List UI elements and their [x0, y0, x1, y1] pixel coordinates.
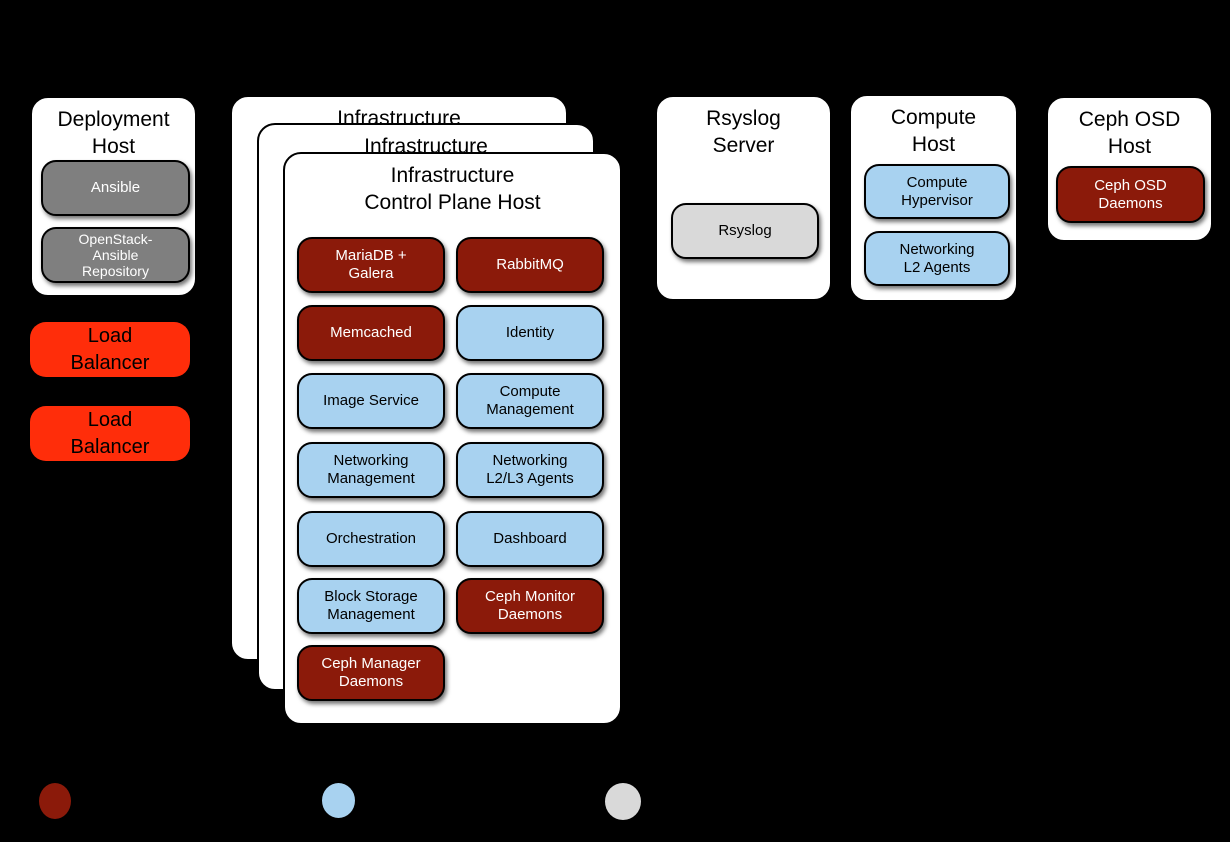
- identity-node: Identity: [456, 305, 604, 361]
- ceph-monitor-daemons-node: Ceph Monitor Daemons: [456, 578, 604, 634]
- ceph-osd-host-card: Ceph OSD Host Ceph OSD Daemons: [1046, 96, 1213, 242]
- openstack-ansible-repository-node: OpenStack- Ansible Repository: [41, 227, 190, 283]
- ceph-osd-daemons-node: Ceph OSD Daemons: [1056, 166, 1205, 223]
- networking-l2-agents-node: Networking L2 Agents: [864, 231, 1010, 286]
- rsyslog-node: Rsyslog: [671, 203, 819, 259]
- compute-management-node: Compute Management: [456, 373, 604, 429]
- infrastructure-control-plane-host-title: Infrastructure Control Plane Host: [364, 164, 541, 215]
- rsyslog-server-title: Rsyslog Server: [706, 107, 781, 158]
- compute-host-card: Compute Host Compute Hypervisor Networki…: [849, 94, 1018, 302]
- ceph-manager-daemons-node: Ceph Manager Daemons: [297, 645, 445, 701]
- legend-light-blue-dot: [322, 783, 355, 818]
- ansible-node: Ansible: [41, 160, 190, 216]
- compute-host-title: Compute Host: [890, 106, 977, 157]
- image-service-node: Image Service: [297, 373, 445, 429]
- load-balancer-node-1: Load Balancer: [30, 322, 190, 377]
- load-balancer-node-2: Load Balancer: [30, 406, 190, 461]
- rabbitmq-node: RabbitMQ: [456, 237, 604, 293]
- orchestration-node: Orchestration: [297, 511, 445, 567]
- legend-light-gray-dot: [605, 783, 641, 820]
- block-storage-management-node: Block Storage Management: [297, 578, 445, 634]
- dashboard-node: Dashboard: [456, 511, 604, 567]
- deployment-host-title: Deployment Host: [57, 108, 170, 159]
- networking-l2l3-agents-node: Networking L2/L3 Agents: [456, 442, 604, 498]
- compute-hypervisor-node: Compute Hypervisor: [864, 164, 1010, 219]
- memcached-node: Memcached: [297, 305, 445, 361]
- infrastructure-control-plane-host-card: Infrastructure Control Plane Host MariaD…: [283, 152, 622, 725]
- deployment-host-card: Deployment Host Ansible OpenStack- Ansib…: [30, 96, 197, 297]
- ceph-osd-host-title: Ceph OSD Host: [1078, 108, 1181, 159]
- legend-dark-red-dot: [39, 783, 71, 819]
- mariadb-galera-node: MariaDB + Galera: [297, 237, 445, 293]
- networking-management-node: Networking Management: [297, 442, 445, 498]
- rsyslog-server-card: Rsyslog Server Rsyslog: [655, 95, 832, 301]
